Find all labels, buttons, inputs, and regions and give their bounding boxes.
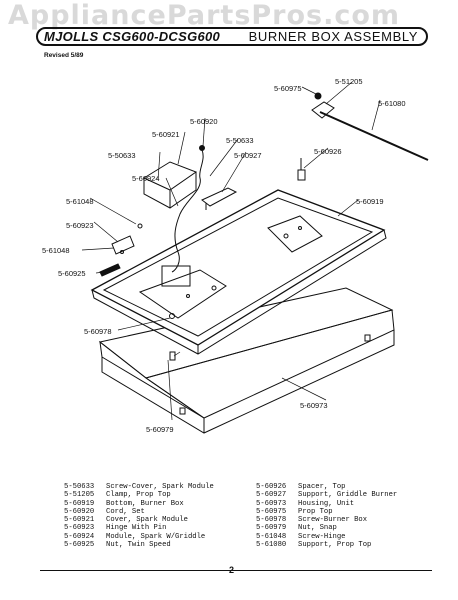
callout-60978: 5-60978 [84, 327, 112, 336]
title-bar: MJOLLS CSG600-DCSG600 BURNER BOX ASSEMBL… [36, 27, 428, 46]
twin-speed-nut [99, 263, 121, 277]
part-description: Housing, Unit [298, 499, 355, 508]
footer-rule [40, 570, 432, 571]
part-number: 5-60926 [256, 483, 287, 491]
callout-60923: 5-60923 [66, 221, 94, 230]
part-number: 5-50633 [64, 483, 95, 491]
part-number: 5-60919 [64, 499, 95, 508]
part-description: Support, Prop Top [298, 541, 372, 550]
callout-60973: 5-60973 [300, 401, 328, 410]
part-description: Support, Griddle Burner [298, 491, 398, 500]
parts-row: 5-60979 Nut, Snap [256, 524, 397, 532]
spacer-top [297, 158, 306, 181]
part-number: 5-60927 [256, 491, 287, 500]
part-description: Hinge With Pin [106, 524, 167, 533]
part-number: 5-61080 [256, 541, 287, 550]
part-description: Nut, Twin Speed [106, 541, 171, 550]
part-description: Nut, Snap [298, 524, 337, 533]
callout-60921: 5-60921 [152, 130, 180, 139]
parts-row: 5-60924 Module, Spark W/Griddle [64, 533, 214, 541]
callout-60924: 5-60924 [132, 174, 160, 183]
parts-row: 5-60920 Cord, Set [64, 508, 214, 516]
exploded-diagram: 5-60975 5-51205 5-61080 5-60920 5-60921 … [42, 77, 429, 434]
screw-burner-box [169, 313, 176, 361]
part-number: 5-60979 [256, 524, 287, 533]
part-description: Screw-Burner Box [298, 516, 368, 525]
burner-box-bottom [90, 189, 387, 355]
callout-61048-a: 5-61048 [66, 197, 94, 206]
parts-row: 5-60919 Bottom, Burner Box [64, 500, 214, 508]
parts-list-left: 5-50633 Screw-Cover, Spark Module 5-51205… [64, 483, 214, 549]
spark-module [142, 145, 205, 273]
parts-row: 5-60973 Housing, Unit [256, 500, 397, 508]
prop-top [311, 92, 429, 161]
parts-row: 5-60975 Prop Top [256, 508, 397, 516]
parts-row: 5-60927 Support, Griddle Burner [256, 491, 397, 499]
part-number: 5-60924 [64, 532, 95, 541]
leader-lines [81, 81, 381, 421]
part-description: Clamp, Prop Top [106, 491, 171, 500]
parts-row: 5-60926 Spacer, Top [256, 483, 397, 491]
assembly-title: BURNER BOX ASSEMBLY [248, 29, 418, 44]
griddle-support [201, 187, 238, 210]
part-number: 5-60920 [64, 507, 95, 516]
parts-row: 5-60925 Nut, Twin Speed [64, 541, 214, 549]
part-description: Cover, Spark Module [106, 516, 188, 525]
callout-60979: 5-60979 [146, 425, 174, 434]
callout-60925: 5-60925 [58, 269, 86, 278]
parts-row: 5-60978 Screw-Burner Box [256, 516, 397, 524]
part-number: 5-60923 [64, 524, 95, 533]
part-number: 5-60978 [256, 516, 287, 525]
part-description: Prop Top [298, 507, 333, 516]
parts-list-right: 5-60926 Spacer, Top 5-60927 Support, Gridd… [256, 483, 397, 549]
revised-date: Revised 5/89 [44, 52, 84, 59]
parts-row: 5-61080 Support, Prop Top [256, 541, 397, 549]
hinge [111, 223, 143, 255]
callout-60919: 5-60919 [356, 197, 384, 206]
part-description: Cord, Set [106, 507, 145, 516]
parts-row: 5-51205 Clamp, Prop Top [64, 491, 214, 499]
callout-61080: 5-61080 [378, 99, 406, 108]
watermark: AppliancePartsPros.com [8, 0, 401, 31]
callout-50633-b: 5-50633 [108, 151, 136, 160]
callout-60926: 5-60926 [314, 147, 342, 156]
part-number: 5-60921 [64, 516, 95, 525]
part-description: Bottom, Burner Box [106, 499, 184, 508]
parts-row: 5-60921 Cover, Spark Module [64, 516, 214, 524]
part-description: Screw-Hinge [298, 532, 346, 541]
parts-row: 5-60923 Hinge With Pin [64, 524, 214, 532]
page-number: 2 [229, 565, 235, 575]
brand-model: MJOLLS CSG600-DCSG600 [44, 29, 221, 44]
callout-60975: 5-60975 [274, 84, 302, 93]
callout-60920: 5-60920 [190, 117, 218, 126]
parts-row: 5-50633 Screw-Cover, Spark Module [64, 483, 214, 491]
part-number: 5-51205 [64, 491, 95, 500]
parts-row: 5-61048 Screw-Hinge [256, 533, 397, 541]
part-number: 5-60925 [64, 541, 95, 550]
housing-unit [98, 287, 395, 434]
part-number: 5-61048 [256, 532, 287, 541]
part-number: 5-60973 [256, 499, 287, 508]
part-number: 5-60975 [256, 507, 287, 516]
callout-61048-b: 5-61048 [42, 246, 70, 255]
part-description: Spacer, Top [298, 483, 346, 491]
callout-60927: 5-60927 [234, 151, 262, 160]
callout-50633-a: 5-50633 [226, 136, 254, 145]
part-description: Module, Spark W/Griddle [106, 532, 206, 541]
callout-51205: 5-51205 [335, 77, 363, 86]
part-description: Screw-Cover, Spark Module [106, 483, 214, 491]
